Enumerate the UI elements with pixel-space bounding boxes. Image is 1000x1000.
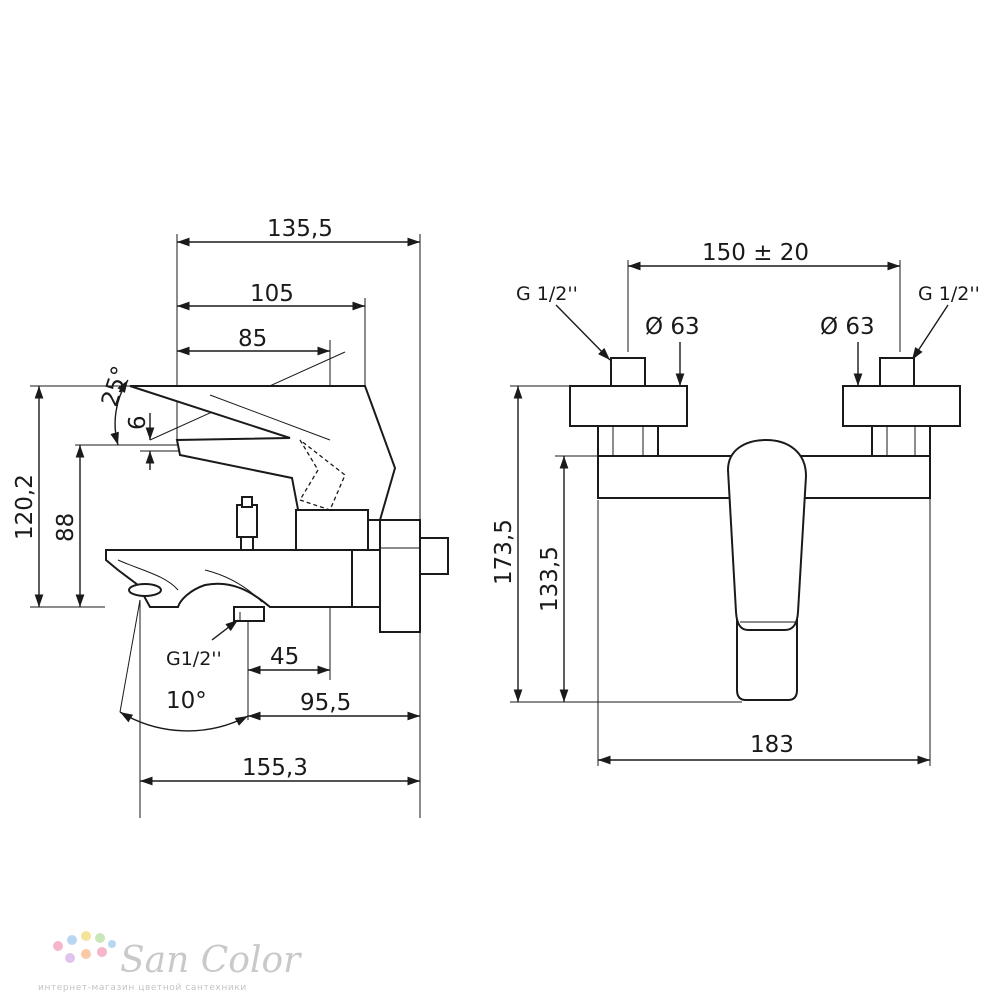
front-view: 150 ± 20 G 1/2'' G 1/2'' Ø 63 Ø 63 173,5 bbox=[491, 240, 980, 766]
logo-dot bbox=[108, 940, 116, 948]
side-faucet-body bbox=[105, 385, 449, 633]
dim-45-label: 45 bbox=[270, 644, 299, 670]
dim-133-5: 133,5 bbox=[537, 456, 569, 702]
dim-45: 45 bbox=[248, 644, 330, 675]
logo-dot bbox=[95, 933, 105, 943]
dim-105-label: 105 bbox=[250, 281, 294, 307]
dim-85: 85 bbox=[177, 326, 330, 356]
dim-88: 88 bbox=[53, 445, 85, 607]
logo-dot bbox=[81, 949, 91, 959]
dim-thread-left: G 1/2'' bbox=[516, 283, 611, 361]
dim-183-label: 183 bbox=[750, 732, 794, 758]
dim-155-3-label: 155,3 bbox=[242, 755, 308, 781]
logo-dot bbox=[81, 931, 91, 941]
dim-inlet-thread: G1/2'' bbox=[166, 619, 239, 670]
dim-center-distance-label: 150 ± 20 bbox=[702, 240, 809, 266]
dim-173-5-label: 173,5 bbox=[491, 519, 517, 585]
watermark-logo: San Color интернет-магазин цветной санте… bbox=[38, 931, 302, 993]
dim-173-5: 173,5 bbox=[491, 386, 523, 702]
dim-angle-10: 10° bbox=[119, 599, 249, 732]
logo-dot bbox=[65, 953, 75, 963]
dim-135-5-label: 135,5 bbox=[267, 216, 333, 242]
logo-brand: San Color bbox=[120, 940, 302, 981]
logo-dot bbox=[67, 935, 77, 945]
thread-left-label: G 1/2'' bbox=[516, 283, 578, 305]
dim-95-5: 95,5 bbox=[248, 690, 420, 721]
logo-dot bbox=[97, 947, 107, 957]
dim-rosette-left: Ø 63 bbox=[645, 314, 700, 386]
dim-105: 105 bbox=[177, 281, 365, 311]
dim-155-3: 155,3 bbox=[140, 755, 420, 786]
dim-120-2-label: 120,2 bbox=[12, 474, 38, 540]
dim-angle-10-label: 10° bbox=[166, 688, 207, 714]
dim-88-label: 88 bbox=[53, 513, 79, 542]
logo-tagline: интернет-магазин цветной сантехники bbox=[38, 983, 247, 993]
inlet-thread-label: G1/2'' bbox=[166, 648, 222, 670]
dim-120-2: 120,2 bbox=[12, 386, 44, 607]
rosette-left-label: Ø 63 bbox=[645, 314, 700, 340]
dim-6-label: 6 bbox=[125, 415, 151, 430]
dim-angle-25-label: 25° bbox=[97, 363, 134, 410]
dim-183: 183 bbox=[598, 732, 930, 765]
dim-135-5: 135,5 bbox=[177, 216, 420, 247]
dim-133-5-label: 133,5 bbox=[537, 546, 563, 612]
logo-dot bbox=[53, 941, 63, 951]
dim-center-distance: 150 ± 20 bbox=[628, 240, 900, 271]
dim-85-label: 85 bbox=[238, 326, 267, 352]
side-view: 135,5 105 85 25° 6 120,2 bbox=[12, 216, 449, 818]
dim-thread-right: G 1/2'' bbox=[911, 283, 980, 361]
rosette-right-label: Ø 63 bbox=[820, 314, 875, 340]
dim-rosette-right: Ø 63 bbox=[820, 314, 875, 386]
thread-right-label: G 1/2'' bbox=[918, 283, 980, 305]
front-faucet-body bbox=[569, 357, 961, 701]
dim-6: 6 bbox=[125, 413, 180, 470]
dim-95-5-label: 95,5 bbox=[300, 690, 351, 716]
